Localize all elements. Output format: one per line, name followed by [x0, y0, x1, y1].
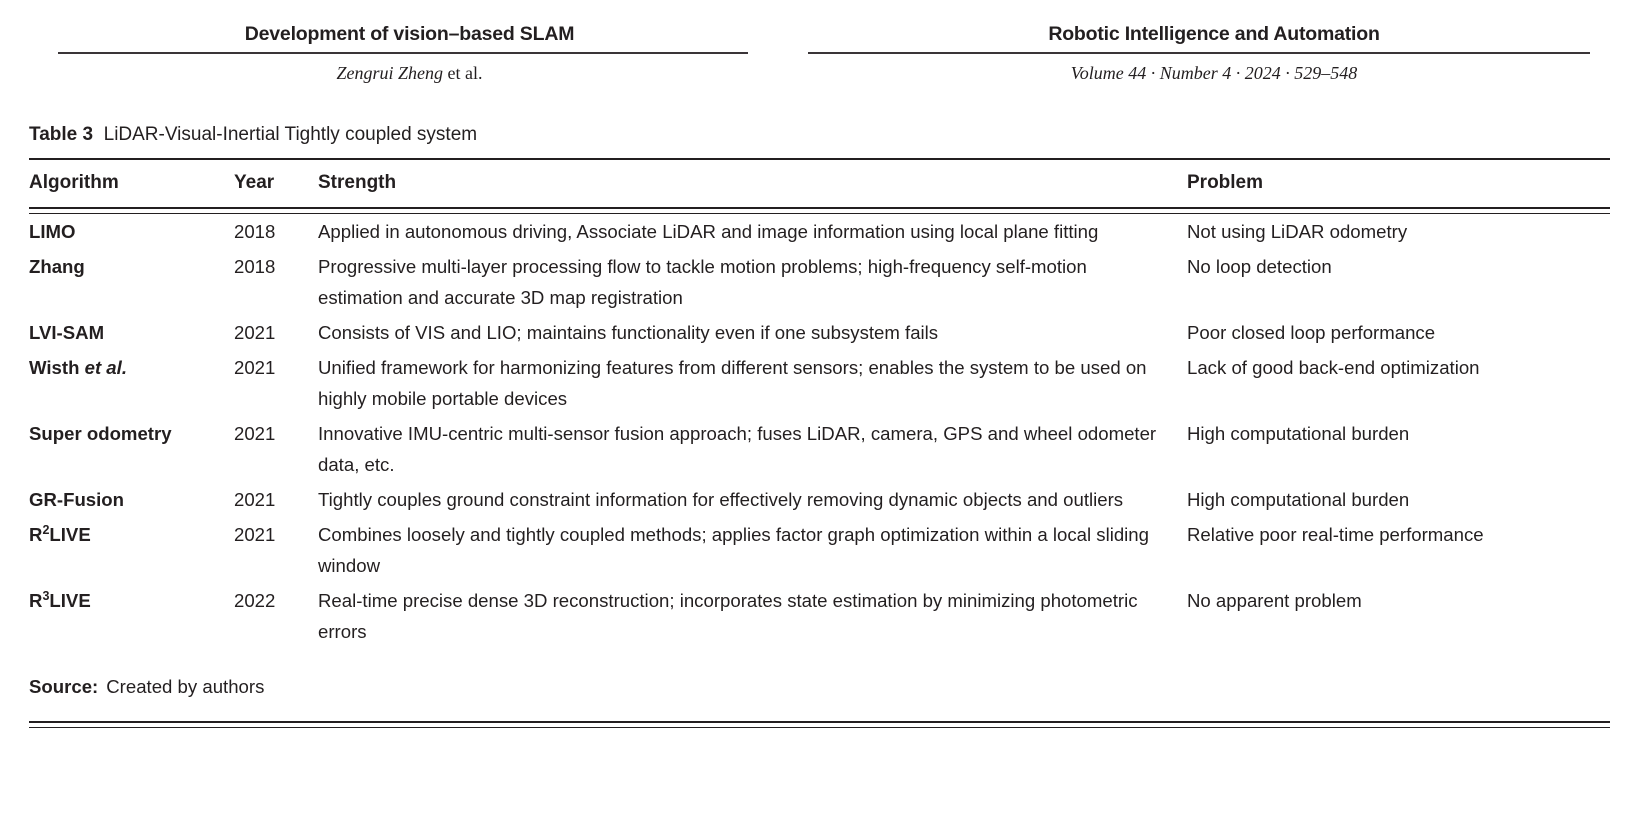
cell-algorithm-base: R [29, 524, 43, 545]
article-authors: Zengrui Zheng et al. [29, 62, 790, 84]
cell-year: 2021 [234, 489, 276, 510]
cell-problem: No loop detection [1187, 256, 1332, 277]
column-header-problem: Problem [1187, 172, 1264, 193]
table-row: Super odometry 2021 Innovative IMU-centr… [29, 416, 1610, 482]
running-head-right: Robotic Intelligence and Automation Volu… [790, 22, 1638, 84]
comparison-table: Algorithm Year Strength Problem [29, 160, 1610, 207]
cell-algorithm: Zhang [29, 256, 85, 277]
journal-title: Robotic Intelligence and Automation [1048, 23, 1380, 45]
cell-algorithm-tail: LIVE [49, 524, 91, 545]
cell-algorithm: LIMO [29, 221, 76, 242]
cell-problem: Poor closed loop performance [1187, 322, 1436, 343]
table-row: GR-Fusion 2021 Tightly couples ground co… [29, 482, 1610, 517]
cell-algorithm: LVI-SAM [29, 322, 105, 343]
cell-year: 2021 [234, 357, 276, 378]
article-title: Development of vision–based SLAM [244, 23, 575, 45]
comparison-table-body: LIMO 2018 Applied in autonomous driving,… [29, 214, 1610, 649]
table-row: LVI-SAM 2021 Consists of VIS and LIO; ma… [29, 315, 1610, 350]
cell-year: 2022 [234, 590, 276, 611]
running-head-left-rule [58, 52, 748, 54]
column-header-strength: Strength [318, 172, 397, 193]
cell-strength: Real-time precise dense 3D reconstructio… [318, 590, 1138, 642]
cell-problem: Relative poor real-time performance [1187, 524, 1484, 545]
cell-year: 2018 [234, 221, 276, 242]
table-row: LIMO 2018 Applied in autonomous driving,… [29, 214, 1610, 249]
running-head-left: Development of vision–based SLAM Zengrui… [0, 22, 790, 84]
cell-algorithm: R3LIVE [29, 583, 234, 649]
cell-algorithm-superscript: 2 [42, 522, 50, 537]
cell-algorithm-superscript: 3 [42, 588, 50, 603]
cell-strength: Progressive multi-layer processing flow … [318, 256, 1087, 308]
cell-problem: No apparent problem [1187, 590, 1362, 611]
cell-algorithm-base: R [29, 590, 43, 611]
cell-problem: High computational burden [1187, 489, 1410, 510]
cell-strength: Unified framework for harmonizing featur… [318, 357, 1147, 409]
cell-strength: Combines loosely and tightly coupled met… [318, 524, 1149, 576]
cell-algorithm: GR-Fusion [29, 489, 125, 510]
table-source-value: Created by authors [106, 676, 265, 697]
running-head-right-rule [808, 52, 1590, 54]
cell-problem: Lack of good back-end optimization [1187, 357, 1480, 378]
cell-problem: Not using LiDAR odometry [1187, 221, 1408, 242]
cell-strength: Innovative IMU-centric multi-sensor fusi… [318, 423, 1157, 475]
cell-year: 2021 [234, 423, 276, 444]
table-row: R2LIVE 2021 Combines loosely and tightly… [29, 517, 1610, 583]
cell-algorithm-name: Wisth [29, 357, 85, 378]
table-source: Source: Created by authors [29, 649, 1610, 721]
cell-year: 2021 [234, 322, 276, 343]
table-header-rule [29, 207, 1610, 214]
cell-year: 2021 [234, 524, 276, 545]
table-row: R3LIVE 2022 Real-time precise dense 3D r… [29, 583, 1610, 649]
running-head: Development of vision–based SLAM Zengrui… [0, 22, 1638, 84]
table-bottom-rule [29, 721, 1610, 728]
cell-algorithm: Super odometry [29, 423, 172, 444]
table-caption-text: LiDAR-Visual-Inertial Tightly coupled sy… [103, 124, 478, 145]
column-header-year: Year [234, 172, 275, 193]
table-source-label: Source: [29, 676, 99, 697]
cell-algorithm: R2LIVE [29, 517, 234, 583]
cell-year: 2018 [234, 256, 276, 277]
cell-algorithm-etal: et al. [84, 357, 127, 378]
table-caption: Table 3 LiDAR-Visual-Inertial Tightly co… [29, 123, 1610, 147]
cell-strength: Tightly couples ground constraint inform… [318, 489, 1124, 510]
table-block: Table 3 LiDAR-Visual-Inertial Tightly co… [29, 123, 1610, 728]
table-caption-label: Table 3 [29, 124, 94, 145]
cell-problem: High computational burden [1187, 423, 1410, 444]
table-row: Zhang 2018 Progressive multi-layer proce… [29, 249, 1610, 315]
cell-algorithm: Wisth et al. [29, 350, 234, 416]
cell-strength: Consists of VIS and LIO; maintains funct… [318, 322, 939, 343]
cell-algorithm-tail: LIVE [49, 590, 91, 611]
table-top-rule [29, 158, 1610, 160]
table-row: Wisth et al. 2021 Unified framework for … [29, 350, 1610, 416]
column-header-algorithm: Algorithm [29, 172, 119, 193]
journal-citation: Volume 44 · Number 4 · 2024 · 529–548 [1070, 63, 1358, 83]
article-authors-suffix: et al. [447, 63, 483, 83]
table-header-row: Algorithm Year Strength Problem [29, 160, 1610, 207]
article-authors-name: Zengrui Zheng [336, 63, 444, 83]
cell-strength: Applied in autonomous driving, Associate… [318, 221, 1099, 242]
